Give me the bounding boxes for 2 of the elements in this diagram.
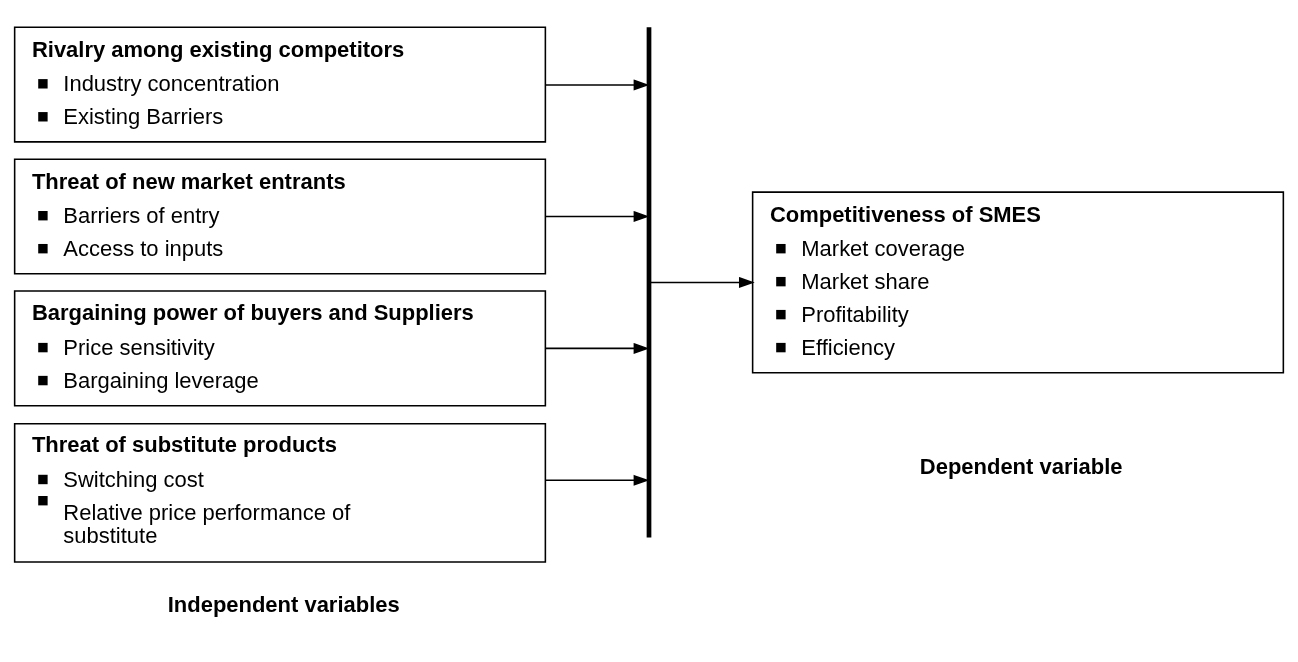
label: Dependent variable [919,453,1123,479]
label: Independent variables [167,591,400,617]
